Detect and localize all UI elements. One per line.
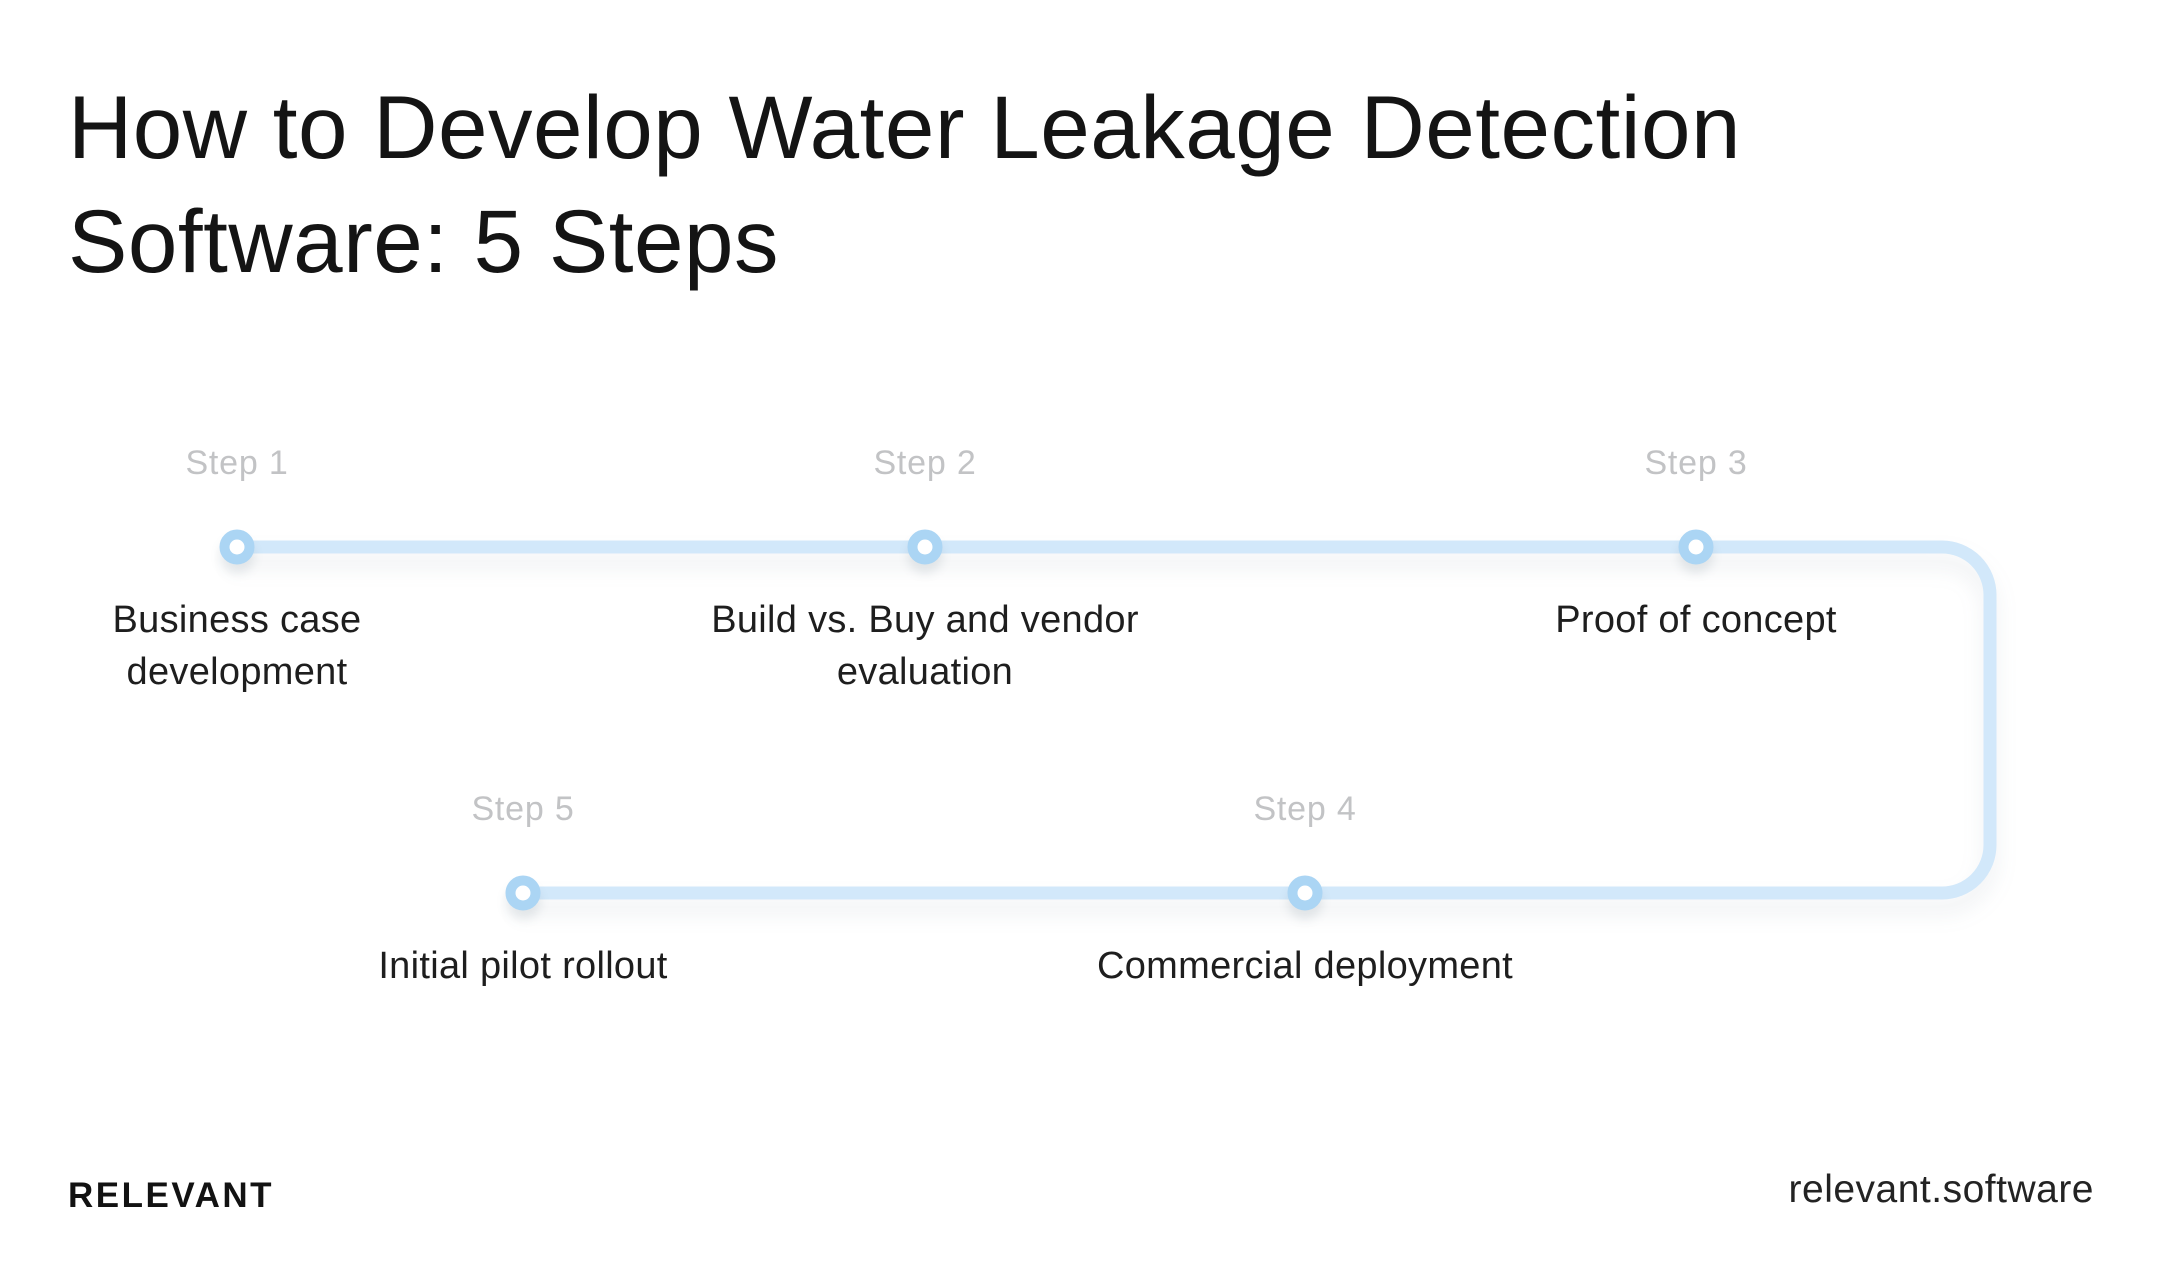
timeline-node-step-3 (1678, 529, 1714, 565)
brand-logo: RELEVANT (68, 1176, 275, 1215)
step-3-label: Step 3 (1644, 444, 1748, 482)
step-1-description: Business case development (112, 599, 362, 693)
step-4-label: Step 4 (1253, 790, 1357, 828)
step-4-description: Commercial deployment (1096, 945, 1514, 987)
timeline-node-step-4 (1287, 875, 1323, 911)
step-2-description: Build vs. Buy and vendor evaluation (711, 599, 1139, 693)
timeline-node-step-5 (505, 875, 541, 911)
page-title-line-2: Software: 5 Steps (68, 191, 779, 291)
step-5-label: Step 5 (471, 790, 575, 828)
website-text: relevant.software (1788, 1168, 2094, 1211)
step-3-description: Proof of concept (1555, 599, 1837, 641)
timeline-node-step-2 (907, 529, 943, 565)
page-title-line-1: How to Develop Water Leakage Detection (68, 77, 1741, 177)
step-2-label: Step 2 (873, 444, 977, 482)
page-title: How to Develop Water Leakage Detection S… (68, 70, 1741, 298)
step-1-label: Step 1 (185, 444, 289, 482)
step-5-description: Initial pilot rollout (378, 945, 668, 987)
timeline-node-step-1 (219, 529, 255, 565)
